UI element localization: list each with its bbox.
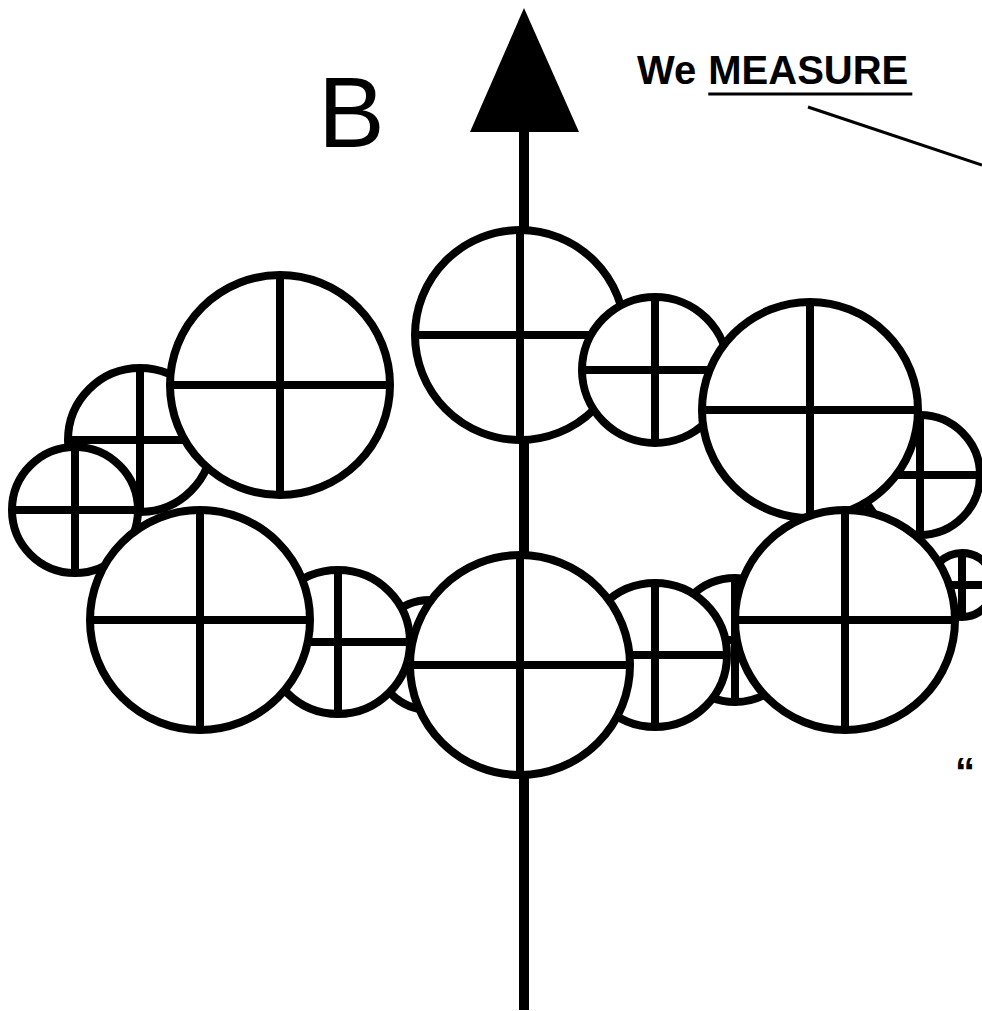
b-axis [470, 8, 579, 1010]
current-symbol [735, 510, 955, 730]
axis-label: B [318, 62, 385, 162]
current-symbol [702, 302, 918, 518]
leader-line [808, 107, 982, 165]
current-symbol [170, 275, 390, 495]
quote-mark: “ [955, 752, 975, 792]
current-symbol [90, 510, 310, 730]
current-loop-circles [12, 230, 982, 775]
underline [708, 93, 912, 96]
note-text: MEASURE [708, 50, 908, 90]
current-symbol [410, 555, 630, 775]
note-text: We [637, 50, 696, 90]
